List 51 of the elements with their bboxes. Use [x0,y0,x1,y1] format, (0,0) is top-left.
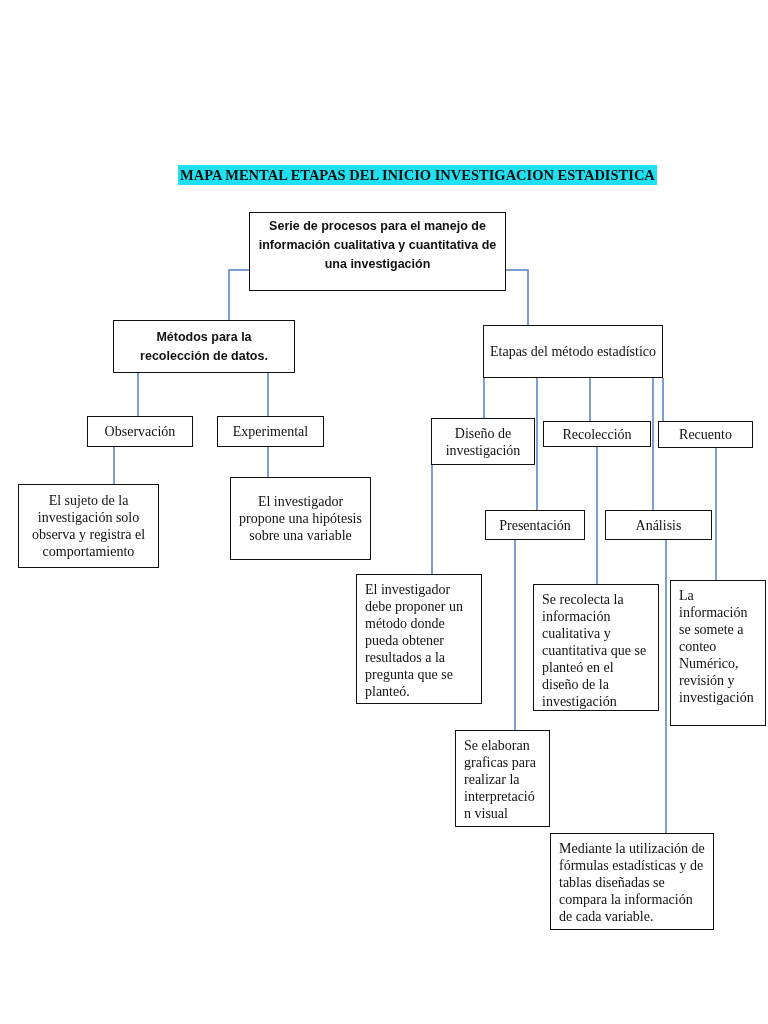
text-box [485,510,585,540]
box-text: La información se somete a conteo Numérico, revisión y investigación [679,587,755,706]
box-text: Experimental [231,423,310,440]
box-text: Presentación [498,516,572,534]
box-text: Serie de procesos para el manejo de información cualitativa y cuantitativa de una investigación [257,218,498,273]
text-box [230,477,371,560]
connector-line [267,372,269,417]
text-box [455,730,550,827]
connector-line [113,446,115,485]
text-box [543,421,651,447]
connector-line [715,447,717,581]
box-text: Etapas del método estadístico [490,343,656,360]
text-box [483,325,663,378]
connector-line [589,377,591,422]
connector-line [483,377,485,419]
box-text: Se elaboran graficas para realizar la interpretació n visual [464,737,537,822]
connector-line [137,372,139,417]
box-text: Recuento [678,426,733,443]
box-text: Análisis [634,516,683,534]
title: MAPA MENTAL ETAPAS DEL INICIO INVESTIGACION ESTADISTICA [178,165,657,185]
text-box [533,584,659,711]
connector-line [596,446,598,585]
box-text: Se recolecta la información cualitativa y cuantitativa que se planteó en el diseño de la investigación [542,591,648,710]
text-box [431,418,535,465]
box-text: Recolección [561,425,633,443]
box-text: Diseño de investigación [444,424,522,459]
connector-line [267,446,269,478]
box-text: Observación [103,423,177,440]
text-box [550,833,714,930]
text-box [87,416,193,447]
text-box [18,484,159,568]
connector-line [536,377,538,511]
text-box [249,212,506,291]
connector-line [505,269,529,326]
connector-line [662,377,664,422]
connector-line [514,539,516,731]
box-text: El investigador propone una hipótesis sobre una variable [238,493,363,544]
text-box [113,320,295,373]
text-box [356,574,482,704]
box-text: El sujeto de la investigación solo observa y registra el comportamiento [30,492,147,560]
connector-line [228,269,250,321]
connector-line [431,464,433,575]
text-box [658,421,753,448]
box-text: Mediante la utilización de fórmulas estadísticas y de tablas diseñadas se compara la información de cada variable. [559,840,705,925]
text-box [670,580,766,726]
connector-line [652,377,654,511]
text-box [217,416,324,447]
box-text: Métodos para la recolección de datos. [139,328,269,365]
text-box [605,510,712,540]
box-text: El investigador debe proponer un método donde pueda obtener resultados a la pregunta que se planteó. [365,581,464,700]
connector-line [665,539,667,834]
